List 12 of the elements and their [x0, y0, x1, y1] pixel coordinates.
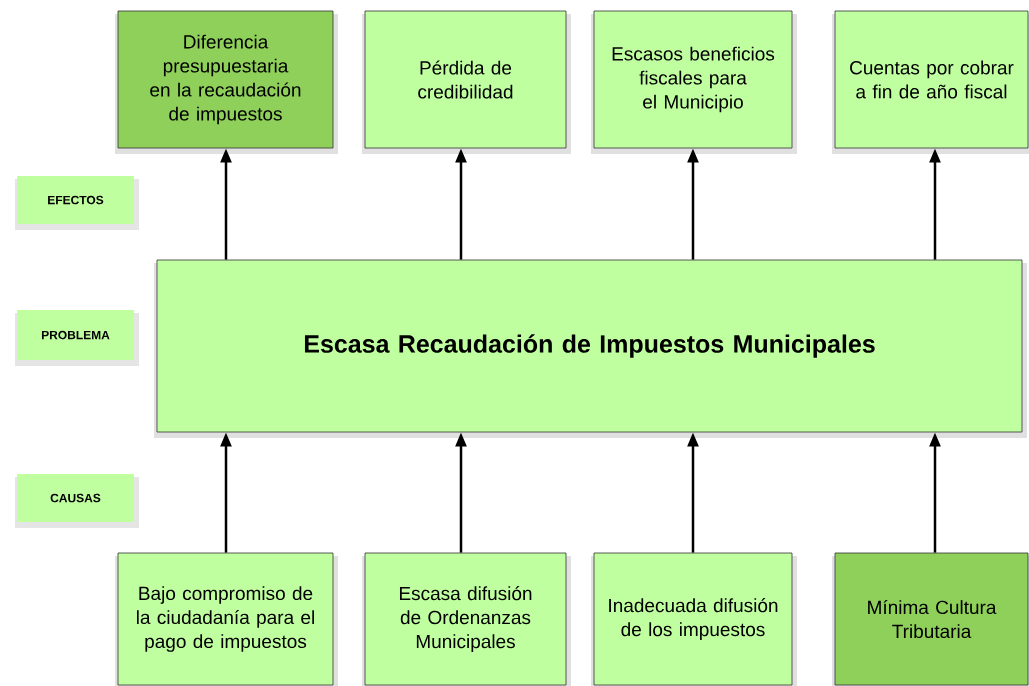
effect-box: Diferencia presupuestaria en la recaudación de impuestos: [115, 10, 338, 154]
problem-box: Escasa Recaudación de Impuestos Municipales: [154, 259, 1027, 438]
cause-box: Mínima Cultura Tributaria: [832, 552, 1029, 686]
effect-box: Escasos beneficios fiscales para el Municipio: [591, 10, 797, 154]
level-label-box: PROBLEMA: [15, 310, 139, 366]
level-label-box: EFECTOS: [15, 176, 139, 230]
cause-box: Inadecuada difusión de los impuestos: [591, 552, 797, 686]
effect-box: Cuentas por cobrar a fin de año fiscal: [832, 10, 1029, 154]
level-label-box: CAUSAS: [15, 474, 139, 528]
cause-box: Bajo compromiso de la ciudadanía para el pago de impuestos: [115, 552, 338, 686]
effect-box: Pérdida de credibilidad: [362, 10, 571, 154]
cause-box: Escasa difusión de Ordenanzas Municipales: [362, 552, 571, 686]
